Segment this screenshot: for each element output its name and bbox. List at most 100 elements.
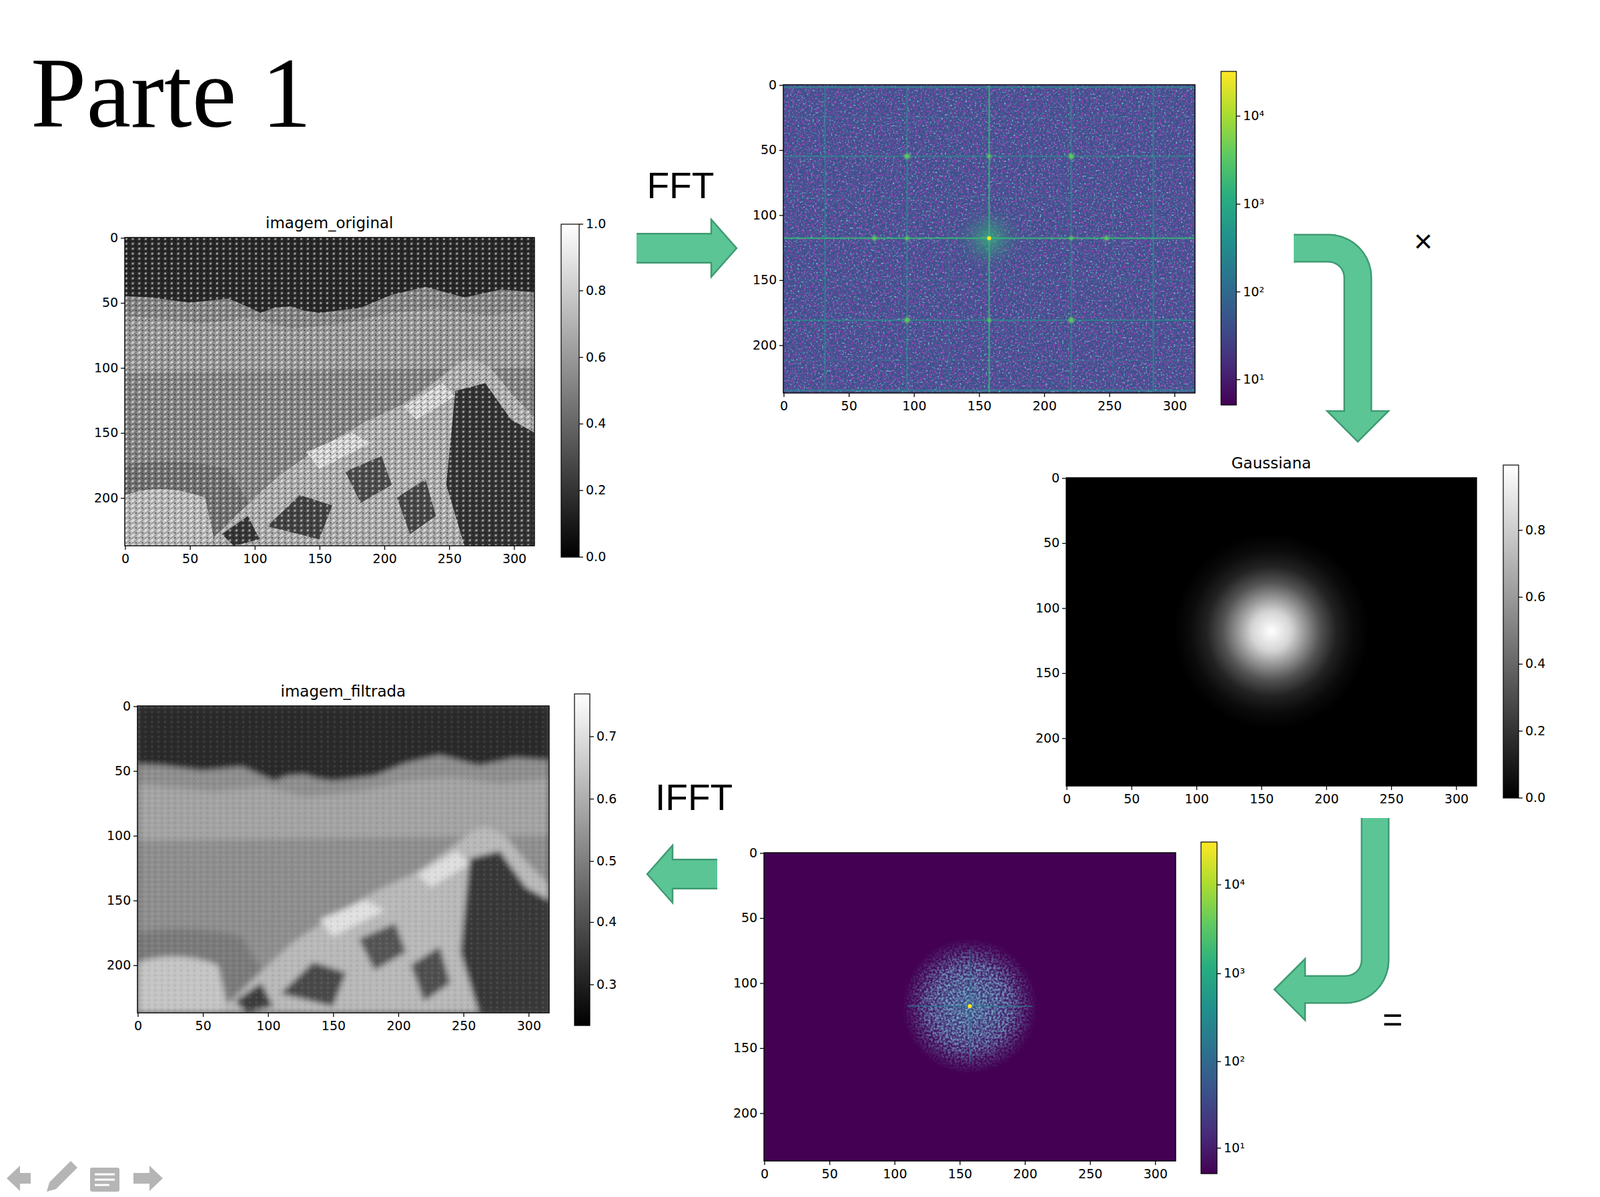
tick-mark [1236,115,1241,117]
tick-mark [133,770,138,772]
y-tick-label: 150 [733,1040,758,1056]
y-tick-label: 100 [1035,601,1060,616]
fft-spectrum [783,84,1195,393]
tick-mark [1024,1160,1026,1165]
tick-mark [332,1012,334,1017]
arrow-head [1274,958,1306,1021]
x-tick-label: 250 [1078,1166,1103,1182]
tick-mark [1196,785,1197,790]
tick-mark [1044,392,1045,397]
colorbar [574,693,590,1026]
colorbar-tick-label: 0.6 [596,791,617,807]
plot-frames [120,71,1523,1174]
arrow-shaft [1303,818,1376,990]
axes-frame [137,705,550,1013]
colorbar-tick-label: 10⁴ [1243,108,1265,124]
colorbar-tick-label: 10³ [1223,966,1246,981]
tick-mark [189,545,191,550]
tick-mark [1066,785,1067,790]
operation-label: = [1382,1000,1403,1039]
tick-mark [779,150,784,151]
x-tick-label: 100 [882,1166,907,1182]
x-tick-label: 100 [242,551,267,567]
tick-mark [1518,596,1523,598]
nav-icons [6,1160,163,1192]
colorbar-tick-label: 10¹ [1243,372,1265,387]
tick-mark [120,367,125,369]
tick-mark [137,1012,139,1017]
x-tick-label: 300 [502,551,527,567]
y-tick-label: 150 [752,272,777,288]
tick-mark [1236,378,1241,380]
tick-mark [579,290,584,291]
y-tick-label: 200 [106,958,131,973]
x-tick-label: 150 [307,551,332,567]
tick-mark [759,1112,764,1114]
colorbar-tick-label: 0.2 [585,483,606,498]
y-tick-label: 0 [749,846,758,861]
filtered-spectrum [763,852,1176,1161]
plot-panel: Gaussiana0501001502002503000501001502000… [1023,445,1572,815]
y-tick-label: 50 [114,763,131,779]
tick-mark [1062,737,1067,739]
colorbar-tick-label: 0.4 [585,416,606,432]
axes-frame [124,237,535,546]
x-tick-label: 150 [321,1018,346,1034]
tick-mark [1518,797,1523,798]
block-arrow [636,219,737,277]
tick-mark [959,1160,961,1165]
y-tick-label: 50 [760,142,777,158]
filtered-image [137,705,550,1013]
x-tick-label: 200 [1032,398,1057,414]
x-tick-label: 150 [948,1166,973,1182]
arrow-head [647,845,673,903]
plot-panel: imagem_original0501001502002503000501001… [82,205,633,574]
tick-mark [779,84,784,86]
tick-mark [513,545,515,550]
tick-mark [1062,673,1067,674]
y-tick-label: 0 [768,78,777,93]
colorbar-tick-label: 0.6 [1525,589,1546,605]
tick-mark [133,705,138,707]
block-arrow [1293,248,1389,442]
colorbar-tick-label: 10² [1223,1054,1246,1069]
x-tick-label: 200 [372,551,397,567]
tick-mark [579,356,584,358]
colorbar-tick-label: 0.6 [585,350,606,365]
tick-mark [1261,785,1262,790]
tick-mark [579,423,584,425]
tick-mark [1089,1160,1091,1165]
operation-label: × [1413,224,1433,260]
y-tick-label: 50 [1043,535,1060,551]
axes-frame [763,852,1176,1161]
colorbar [1201,842,1218,1174]
y-tick-label: 200 [752,338,777,353]
tick-mark [914,392,915,397]
x-tick-label: 150 [1249,791,1274,807]
x-tick-label: 300 [1162,398,1187,414]
tick-mark [398,1012,399,1017]
tick-mark [589,798,594,800]
tick-mark [1236,203,1241,205]
tick-mark [120,302,125,304]
colorbar-tick-label: 10¹ [1223,1140,1246,1156]
y-tick-label: 200 [733,1106,758,1121]
y-tick-label: 150 [106,893,131,909]
tick-mark [1518,663,1523,665]
x-tick-label: 250 [437,551,462,567]
y-tick-label: 150 [1035,665,1060,681]
x-tick-label: 250 [451,1018,476,1034]
tick-mark [133,900,138,901]
y-tick-label: 0 [110,230,119,246]
tick-mark [463,1012,464,1017]
tick-mark [579,490,584,492]
tick-mark [1062,477,1067,479]
x-tick-label: 200 [1012,1166,1037,1182]
x-tick-label: 150 [967,398,992,414]
colorbar-tick-label: 1.0 [585,216,606,232]
x-tick-label: 300 [1143,1166,1168,1182]
x-tick-label: 0 [134,1018,143,1034]
operation-label: IFFT [655,777,733,819]
